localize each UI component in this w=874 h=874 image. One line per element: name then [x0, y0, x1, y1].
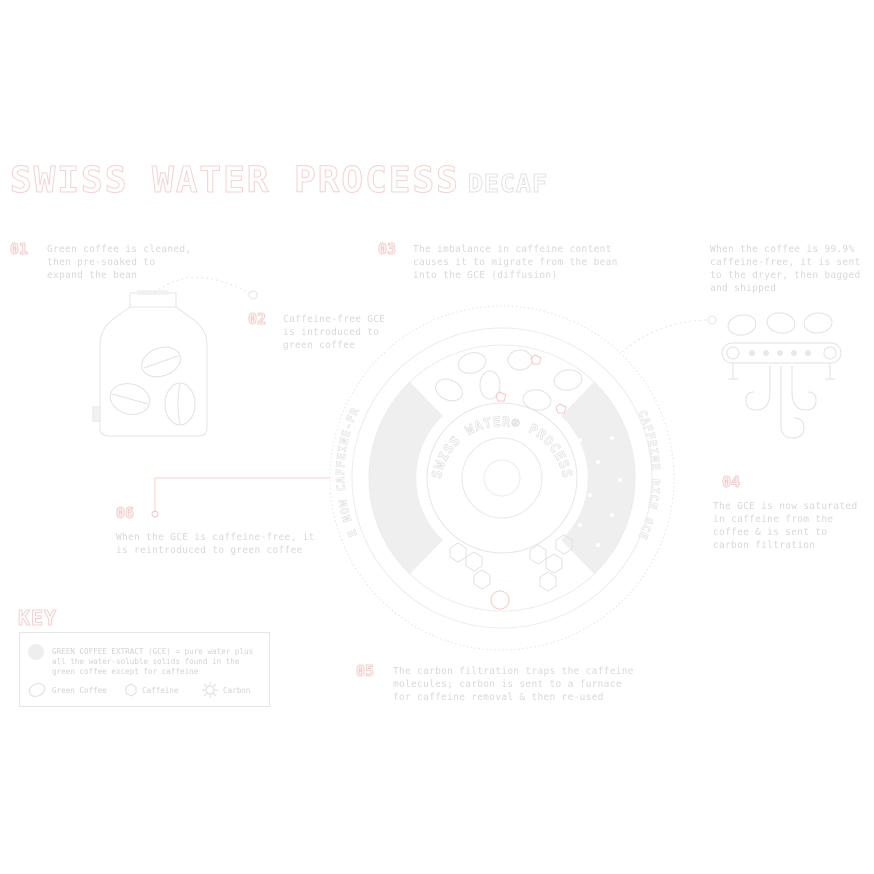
step-text-05: The carbon filtration traps the caffeine…: [393, 666, 634, 703]
step-number-03: 03: [377, 240, 397, 259]
wheel-right-label: CAFFEINE RICH GCE: [635, 408, 661, 542]
carbon-icon: [202, 682, 218, 698]
wheel-left-label: GCE NOW CAFFEINE-FREE: [0, 0, 361, 539]
connector-node: [707, 315, 717, 325]
connector-node: [248, 290, 258, 300]
dryer-conveyor: [721, 312, 842, 439]
step-number-05: 05: [355, 662, 375, 681]
process-wheel: SWISS WATER® PROCESS GCE NOW CAFFEINE-FR…: [0, 0, 675, 651]
key-box: [19, 632, 270, 707]
final-note: When the coffee is 99.9% caffeine-free, …: [710, 244, 861, 294]
connector-return-line: [154, 477, 330, 512]
coffee-bean-icon: [28, 683, 46, 697]
title-main: SWISS WATER PROCESS: [10, 160, 460, 202]
step-number-01: 01: [9, 240, 29, 259]
coffee-bean-icon: [141, 346, 181, 378]
key-label-caffeine: Caffeine: [142, 686, 179, 695]
key-title: KEY: [17, 606, 58, 631]
connector-tank-to-gce: [154, 277, 251, 294]
coffee-bean-icon: [164, 382, 196, 426]
step-text-01: Green coffee is cleaned, then pre-soaked…: [47, 244, 192, 281]
soaking-tank: [92, 290, 208, 437]
step-text-06: When the GCE is caffeine-free, it is rei…: [116, 532, 315, 556]
step-text-03: The imbalance in caffeine content causes…: [413, 244, 618, 281]
title-sub: DECAF: [467, 169, 549, 199]
connector-node: [151, 510, 159, 518]
svg-text:GCE NOW CAFFEINE-FREE: GCE NOW CAFFEINE-FREE: [0, 0, 362, 539]
caffeine-molecule-icon: [125, 683, 137, 697]
step-number-02: 02: [247, 310, 267, 329]
svg-text:SWISS WATER® PROCESS: SWISS WATER® PROCESS: [430, 415, 575, 480]
wheel-inner-label: SWISS WATER® PROCESS: [429, 415, 573, 481]
key-label-green-coffee: Green Coffee: [52, 686, 107, 695]
step-number-06: 06: [115, 504, 135, 523]
coffee-bean-icon: [109, 383, 151, 415]
key-gce-description: GREEN COFFEE EXTRACT (GCE) = pure water …: [52, 647, 254, 676]
connector-wheel-to-dryer: [621, 319, 711, 353]
step-text-02: Caffeine-free GCE is introduced to green…: [283, 314, 386, 351]
step-text-04: The GCE is now saturated in caffeine fro…: [713, 501, 858, 551]
step-number-04: 04: [721, 473, 741, 492]
svg-text:CAFFEINE RICH GCE: CAFFEINE RICH GCE: [636, 408, 663, 542]
key-label-carbon: Carbon: [223, 686, 251, 695]
gce-icon: [28, 644, 44, 660]
